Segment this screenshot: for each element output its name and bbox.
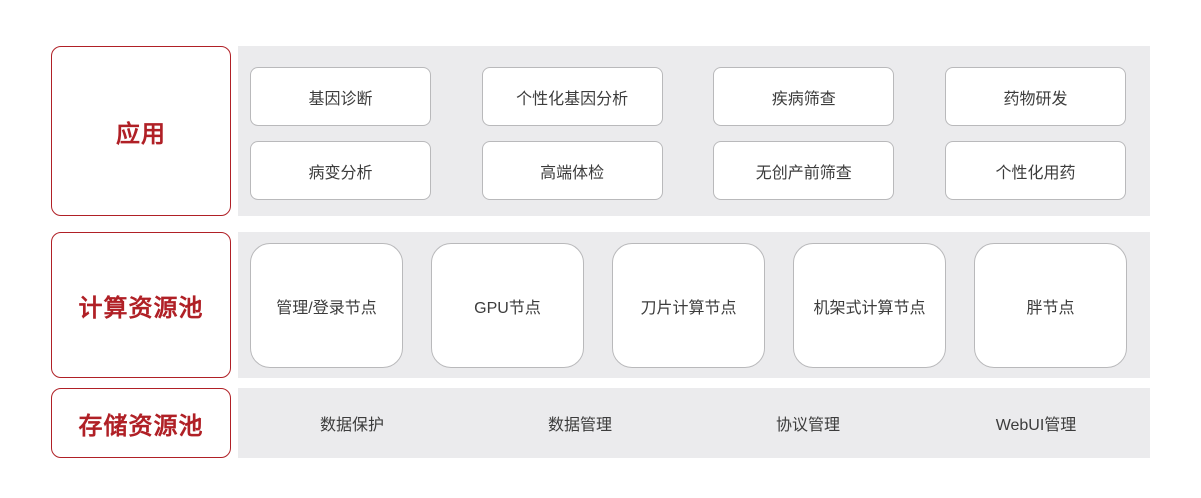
- compute-pool-panel: 管理/登录节点 GPU节点 刀片计算节点 机架式计算节点 胖节点: [238, 232, 1150, 378]
- app-box-personalized-medication: 个性化用药: [944, 141, 1126, 200]
- storage-service-data-management: 数据管理: [547, 417, 612, 434]
- app-box-premium-checkup: 高端体检: [481, 141, 663, 200]
- app-box-drug-development: 药物研发: [944, 67, 1126, 126]
- layer-label-storage-pool-text: 存储资源池: [78, 412, 204, 440]
- node-box-blade-compute: 刀片计算节点: [612, 243, 765, 368]
- applications-panel: 基因诊断 个性化基因分析 疾病筛查 药物研发 病变分析 高端体检 无创产前筛查 …: [238, 46, 1150, 216]
- node-box-rack-compute: 机架式计算节点: [793, 243, 946, 368]
- layer-label-applications-text: 应用: [116, 120, 166, 148]
- app-box-lesion-analysis: 病变分析: [250, 141, 431, 200]
- storage-service-data-protection: 数据保护: [319, 417, 384, 434]
- layer-label-storage-pool: 存储资源池: [51, 388, 231, 458]
- node-box-management-login: 管理/登录节点: [250, 243, 403, 368]
- storage-service-webui-management: WebUI管理: [995, 417, 1077, 434]
- app-box-noninvasive-prenatal-screening: 无创产前筛查: [713, 141, 895, 200]
- layer-storage-pool: 存储资源池 数据保护 数据管理 协议管理 WebUI管理: [51, 388, 1150, 458]
- layer-label-applications: 应用: [51, 46, 231, 216]
- node-box-fat-node: 胖节点: [974, 243, 1127, 368]
- storage-pool-panel: 数据保护 数据管理 协议管理 WebUI管理: [238, 388, 1150, 458]
- app-box-gene-diagnosis: 基因诊断: [250, 67, 431, 126]
- layer-label-compute-pool-text: 计算资源池: [78, 294, 204, 322]
- app-box-personalized-gene-analysis: 个性化基因分析: [481, 67, 663, 126]
- storage-service-protocol-management: 协议管理: [775, 417, 840, 434]
- layer-label-compute-pool: 计算资源池: [51, 232, 231, 378]
- app-box-disease-screening: 疾病筛查: [713, 67, 895, 126]
- node-box-gpu: GPU节点: [431, 243, 584, 368]
- layer-compute-pool: 计算资源池 管理/登录节点 GPU节点 刀片计算节点 机架式计算节点 胖节点: [51, 232, 1150, 378]
- layer-applications: 应用 基因诊断 个性化基因分析 疾病筛查 药物研发 病变分析 高端体检 无创产前…: [51, 46, 1150, 216]
